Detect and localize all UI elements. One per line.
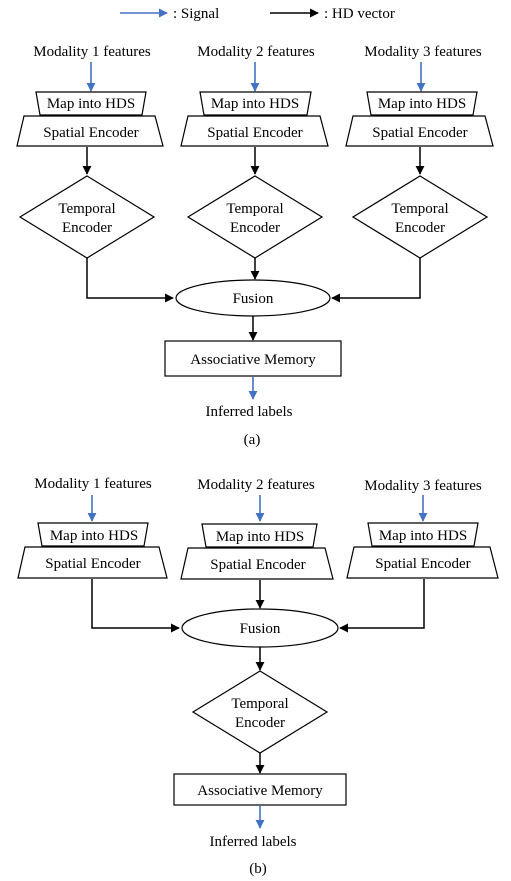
spatial-encoder-box xyxy=(345,115,494,147)
map-into-hds-label: Map into HDS xyxy=(50,528,138,544)
inferred-labels-text: Inferred labels xyxy=(209,834,296,850)
associative-memory-box xyxy=(164,340,342,377)
spatial-encoder-box xyxy=(16,115,164,147)
temporal-encoder-label-line2: Encoder xyxy=(230,220,280,236)
panel-a-caption: (a) xyxy=(244,432,261,448)
temporal-encoder-diamond xyxy=(191,670,329,754)
temporal-encoder-label-line2: Encoder xyxy=(395,220,445,236)
modality-2-branch-b: Modality 2 features Map into HDS Spatial… xyxy=(180,477,334,609)
legend: : Signal : HD vector xyxy=(120,6,395,22)
spatial-encoder-label: Spatial Encoder xyxy=(45,556,140,572)
hd-vector-legend-label: : HD vector xyxy=(324,6,395,22)
map-into-hds-box xyxy=(366,91,478,116)
map-into-hds-box xyxy=(35,91,147,116)
fusion-label: Fusion xyxy=(240,621,281,637)
modality-features-label: Modality 1 features xyxy=(34,476,152,492)
hd-vector-arrow-to-fusion xyxy=(91,579,180,633)
spatial-encoder-box xyxy=(17,546,168,579)
modality-features-label: Modality 3 features xyxy=(364,44,482,60)
spatial-encoder-box xyxy=(180,547,334,580)
hd-vector-arrow-to-fusion xyxy=(86,258,174,303)
hd-vector-arrow-to-fusion xyxy=(331,258,421,303)
temporal-encoder-label-line1: Temporal xyxy=(226,201,283,217)
spatial-encoder-label: Spatial Encoder xyxy=(210,557,305,573)
map-into-hds-label: Map into HDS xyxy=(378,96,466,112)
temporal-encoder-label-line1: Temporal xyxy=(231,696,288,712)
map-into-hds-label: Map into HDS xyxy=(379,528,467,544)
panel-a: Modality 1 features Map into HDS Spatial… xyxy=(16,44,494,448)
modality-3-branch-a: Modality 3 features Map into HDS Spatial… xyxy=(331,44,494,303)
modality-features-label: Modality 1 features xyxy=(33,44,151,60)
map-into-hds-box xyxy=(201,523,318,548)
spatial-encoder-box xyxy=(346,546,499,579)
modality-1-branch-a: Modality 1 features Map into HDS Spatial… xyxy=(16,44,174,303)
modality-features-label: Modality 3 features xyxy=(364,478,482,494)
associative-memory-label: Associative Memory xyxy=(190,352,316,368)
panel-b-caption: (b) xyxy=(249,861,267,877)
temporal-encoder-diamond xyxy=(351,175,489,259)
modality-3-branch-b: Modality 3 features Map into HDS Spatial… xyxy=(339,478,499,633)
temporal-encoder-label-line1: Temporal xyxy=(58,201,115,217)
map-into-hds-box xyxy=(37,522,149,547)
spatial-encoder-label: Spatial Encoder xyxy=(375,556,470,572)
map-into-hds-box xyxy=(199,91,312,116)
map-into-hds-box xyxy=(367,522,479,547)
spatial-encoder-label: Spatial Encoder xyxy=(43,125,138,141)
fusion-label: Fusion xyxy=(233,291,274,307)
spatial-encoder-box xyxy=(180,115,329,147)
modality-2-branch-a: Modality 2 features Map into HDS Spatial… xyxy=(180,44,329,280)
map-into-hds-label: Map into HDS xyxy=(47,96,135,112)
temporal-encoder-diamond xyxy=(18,175,156,259)
modality-features-label: Modality 2 features xyxy=(197,477,315,493)
spatial-encoder-label: Spatial Encoder xyxy=(372,125,467,141)
temporal-encoder-label-line1: Temporal xyxy=(391,201,448,217)
spatial-encoder-label: Spatial Encoder xyxy=(207,125,302,141)
signal-legend-label: : Signal xyxy=(173,6,219,22)
map-into-hds-label: Map into HDS xyxy=(216,529,304,545)
panel-b: Modality 1 features Map into HDS Spatial… xyxy=(17,476,499,877)
modality-1-branch-b: Modality 1 features Map into HDS Spatial… xyxy=(17,476,180,633)
temporal-encoder-label-line2: Encoder xyxy=(235,715,285,731)
temporal-encoder-label-line2: Encoder xyxy=(62,220,112,236)
associative-memory-label: Associative Memory xyxy=(197,783,323,799)
inferred-labels-text: Inferred labels xyxy=(205,404,292,420)
map-into-hds-label: Map into HDS xyxy=(211,96,299,112)
hd-vector-arrow-to-fusion xyxy=(339,579,425,633)
temporal-encoder-diamond xyxy=(186,175,324,259)
associative-memory-box xyxy=(173,773,347,806)
modality-features-label: Modality 2 features xyxy=(197,44,315,60)
